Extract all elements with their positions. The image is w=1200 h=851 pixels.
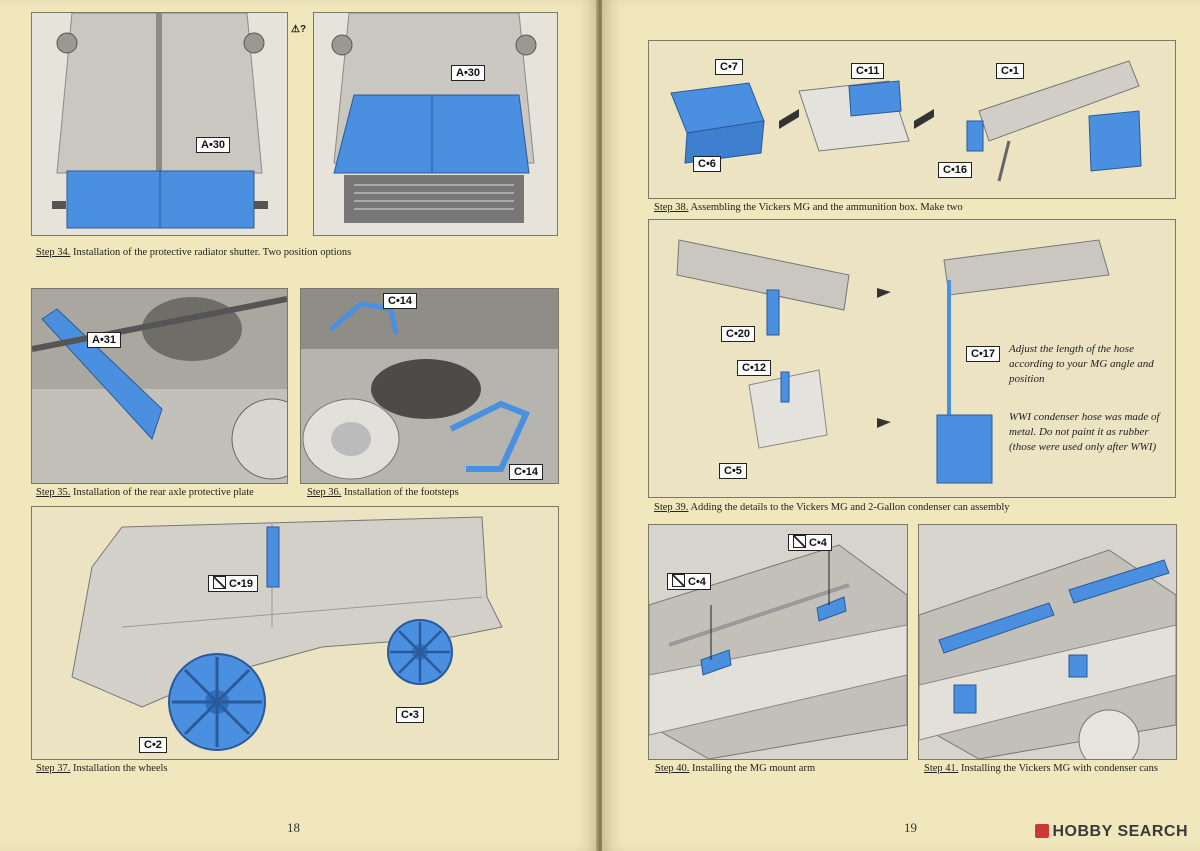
step37-caption: Step 37. Installation the wheels xyxy=(36,763,168,774)
rear-axle-plate-illustration xyxy=(32,289,287,483)
step39-number: Step 39. xyxy=(654,502,689,513)
condenser-can-illustration xyxy=(649,220,1175,497)
step34-panel-left: A•30 xyxy=(31,12,288,236)
step37-number: Step 37. xyxy=(36,763,71,774)
left-page: A•30 ⚠? A•30 Step 34. Installation of th… xyxy=(0,0,598,851)
part-label-c12: C•12 xyxy=(737,360,772,376)
step37-text: Installation the wheels xyxy=(70,763,168,774)
step35-caption: Step 35. Installation of the rear axle p… xyxy=(36,487,254,498)
step36-caption: Step 36. Installation of the footsteps xyxy=(307,487,459,498)
armoured-car-wheels-illustration xyxy=(32,507,558,759)
radiator-shutter-closed-illustration xyxy=(32,13,287,235)
step40-caption: Step 40. Installing the MG mount arm xyxy=(655,763,815,774)
step38-panel: C•7 C•6 C•11 C•1 C•16 xyxy=(648,40,1176,199)
step35-number: Step 35. xyxy=(36,487,71,498)
step40-text: Installing the MG mount arm xyxy=(689,763,816,774)
part-label-c19-text: C•19 xyxy=(229,578,254,590)
part-label-c17: C•17 xyxy=(966,346,1001,362)
step41-caption: Step 41. Installing the Vickers MG with … xyxy=(924,763,1158,774)
right-page: C•7 C•6 C•11 C•1 C•16 Step 38. Assemblin… xyxy=(602,0,1200,851)
step41-number: Step 41. xyxy=(924,763,959,774)
front-wheel-shape xyxy=(168,653,266,751)
step40-number: Step 40. xyxy=(655,763,690,774)
part-label-a30: A•30 xyxy=(196,137,231,153)
vickers-mg-installed-illustration xyxy=(919,525,1176,759)
part-label-c16: C•16 xyxy=(938,162,973,178)
step39-caption: Step 39. Adding the details to the Vicke… xyxy=(654,502,1010,513)
step34-text: Installation of the protective radiator … xyxy=(70,247,352,258)
radiator-shutter-open-illustration xyxy=(314,13,557,235)
part-label-c4-left: C•4 xyxy=(667,573,711,590)
part-label-c4-right: C•4 xyxy=(788,534,832,551)
part-label-c1: C•1 xyxy=(996,63,1024,79)
part-label-c3: C•3 xyxy=(396,707,424,723)
metal-hose-note: WWI condenser hose was made of metal. Do… xyxy=(1009,411,1160,453)
hobby-search-watermark: HOBBY SEARCH xyxy=(1034,823,1189,841)
hose-length-note: Adjust the length of the hose according … xyxy=(1009,343,1154,385)
step34-panel-right: A•30 xyxy=(313,12,558,236)
part-label-c5: C•5 xyxy=(719,463,747,479)
hobby-search-logo-icon xyxy=(1034,824,1049,838)
rear-wheel-shape xyxy=(387,619,453,685)
step38-text: Assembling the Vickers MG and the ammuni… xyxy=(688,202,963,213)
part-label-a31: A•31 xyxy=(87,332,122,348)
step36-panel: C•14 C•14 xyxy=(300,288,559,484)
part-label-c19: C•19 xyxy=(208,575,259,592)
mg-mount-arm-illustration xyxy=(649,525,907,759)
no-glue-icon xyxy=(672,574,685,587)
step35-panel: A•31 xyxy=(31,288,288,484)
no-glue-icon xyxy=(793,535,806,548)
step34-caption: Step 34. Installation of the protective … xyxy=(36,247,351,258)
step39-text: Adding the details to the Vickers MG and… xyxy=(688,502,1010,513)
step38-number: Step 38. xyxy=(654,202,689,213)
step37-panel: C•19 C•2 C•3 xyxy=(31,506,559,760)
warning-icon: ⚠? xyxy=(291,24,307,35)
part-label-c14-bottom: C•14 xyxy=(509,464,544,480)
step39-panel: C•20 C•12 C•5 C•17 Adjust the length of … xyxy=(648,219,1176,498)
step41-text: Installing the Vickers MG with condenser… xyxy=(958,763,1158,774)
part-label-c11: C•11 xyxy=(851,63,885,79)
part-label-c20: C•20 xyxy=(721,326,756,342)
book-gutter xyxy=(596,0,604,851)
step41-panel xyxy=(918,524,1177,760)
page-number-left: 18 xyxy=(287,820,300,835)
part-label-a30-open: A•30 xyxy=(451,65,486,81)
watermark-text: HOBBY SEARCH xyxy=(1052,823,1188,840)
part-label-c14-top: C•14 xyxy=(383,293,418,309)
step36-number: Step 36. xyxy=(307,487,342,498)
part-label-c4-right-text: C•4 xyxy=(809,537,827,549)
part-label-c4-left-text: C•4 xyxy=(688,576,706,588)
footsteps-illustration xyxy=(301,289,558,483)
page-number-right: 19 xyxy=(904,820,917,835)
step38-caption: Step 38. Assembling the Vickers MG and t… xyxy=(654,202,963,213)
part-label-c7: C•7 xyxy=(715,59,743,75)
no-glue-icon xyxy=(213,576,226,589)
step36-text: Installation of the footsteps xyxy=(341,487,459,498)
part-label-c2: C•2 xyxy=(139,737,167,753)
step40-panel: C•4 C•4 xyxy=(648,524,908,760)
step35-text: Installation of the rear axle protective… xyxy=(70,487,254,498)
part-label-c6: C•6 xyxy=(693,156,721,172)
step34-number: Step 34. xyxy=(36,247,71,258)
